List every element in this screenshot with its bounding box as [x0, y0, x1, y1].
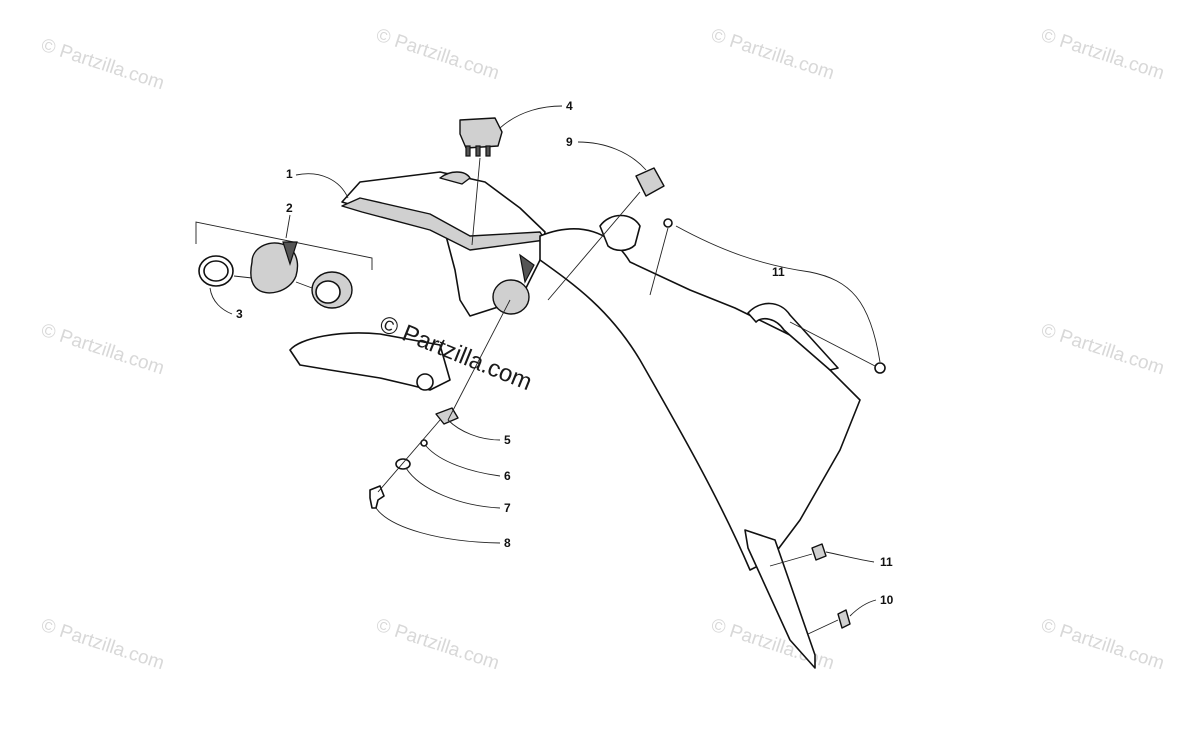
part-2-retainer-clip	[250, 242, 299, 294]
part-4-terminal	[485, 145, 491, 157]
callout-5: 5	[504, 433, 511, 447]
part-1-light-mount	[439, 171, 471, 185]
assembly-line	[789, 321, 876, 367]
callout-8: 8	[504, 536, 511, 550]
part-1-mount-post	[599, 214, 641, 252]
leader-7	[405, 467, 501, 509]
watermark: © Partzilla.com	[1038, 25, 1166, 85]
fastener-stack	[369, 299, 511, 544]
part-1-tail-housing	[289, 171, 861, 669]
part-4-terminal	[465, 145, 471, 157]
part-1-mud-flap	[744, 529, 816, 669]
callout-11-lower: 11	[880, 555, 893, 569]
part-8-bolt	[369, 485, 385, 509]
leader-9	[577, 141, 647, 171]
part-9-plug-body	[635, 167, 665, 197]
callout-labels: 1 2 3 4 5 6 7 8 9 10 11 11	[236, 99, 894, 607]
part-11-rivet-head	[874, 362, 886, 374]
assembly-line	[447, 299, 511, 421]
leader-3	[209, 287, 233, 315]
assembly-line	[547, 191, 641, 301]
part-3-bezel-inner	[203, 260, 229, 282]
leader-8	[375, 507, 501, 544]
part-2-socket-face	[315, 280, 341, 304]
part-5-nut-clip	[435, 407, 459, 425]
callout-4: 4	[566, 99, 573, 113]
leader-5	[447, 419, 501, 441]
leader-4	[499, 105, 563, 129]
watermark: © Partzilla.com	[373, 25, 501, 85]
watermark: © Partzilla.com	[708, 25, 836, 85]
part-4-switch	[459, 105, 563, 246]
arrow-marker-icon	[519, 253, 535, 284]
part-9-plug	[547, 141, 665, 301]
callout-3: 3	[236, 307, 243, 321]
part-11-upper-rivet	[649, 218, 886, 374]
part-10-screw	[837, 609, 851, 629]
watermark: © Partzilla.com	[38, 35, 166, 95]
part-1-side-tab	[747, 302, 839, 371]
part-1-mount-arm	[289, 332, 451, 391]
watermark-grid: © Partzilla.com © Partzilla.com © Partzi…	[38, 25, 1166, 675]
leader-10	[849, 599, 877, 617]
assembly-line	[807, 619, 839, 635]
callout-1: 1	[286, 167, 293, 181]
assembly-line	[233, 275, 253, 279]
assembly-line	[295, 281, 313, 289]
watermark: © Partzilla.com	[1038, 320, 1166, 380]
lower-fasteners	[769, 543, 877, 635]
part-1-mount-hole	[416, 373, 434, 391]
watermark: © Partzilla.com	[373, 615, 501, 675]
part-1-bulb-hole	[492, 279, 530, 315]
leader-11-upper	[675, 225, 881, 363]
part-4-switch-body	[459, 117, 503, 149]
callout-11-upper: 11	[772, 265, 785, 279]
watermark: © Partzilla.com	[38, 615, 166, 675]
assembly-line	[471, 157, 481, 246]
part-2-bracket	[195, 221, 373, 270]
leader-2	[285, 214, 291, 239]
assembly-line	[649, 227, 669, 296]
callout-6: 6	[504, 469, 511, 483]
assembly-line	[769, 553, 813, 567]
callout-10: 10	[880, 593, 894, 607]
part-4-terminal	[475, 145, 481, 157]
watermark: © Partzilla.com	[1038, 615, 1166, 675]
assembly-line	[377, 419, 441, 493]
arrow-marker-icon	[282, 241, 298, 266]
part-6-lock-washer	[420, 439, 428, 447]
callout-2: 2	[286, 201, 293, 215]
part-2-group	[195, 214, 373, 315]
part-11-lower-rivet	[811, 543, 827, 561]
watermark: © Partzilla.com	[708, 615, 836, 675]
watermark: © Partzilla.com	[38, 320, 166, 380]
leader-6	[425, 445, 501, 477]
part-11-rivet-head	[663, 218, 673, 228]
callout-9: 9	[566, 135, 573, 149]
leader-1	[295, 173, 349, 199]
part-1-fender-swoop	[539, 228, 861, 571]
part-7-flat-washer	[395, 458, 411, 470]
leader-11-lower	[825, 551, 875, 563]
callout-7: 7	[504, 501, 511, 515]
